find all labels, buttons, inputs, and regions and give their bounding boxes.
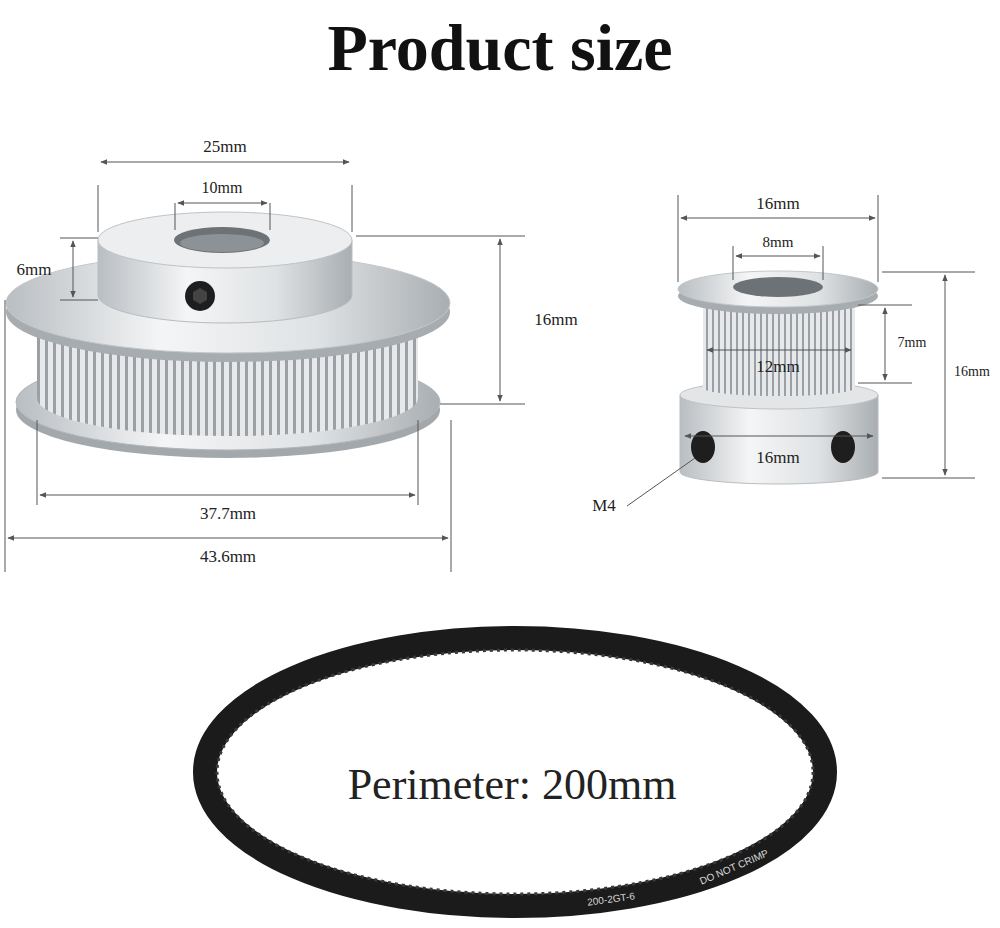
dimension-label: 7mm	[898, 335, 927, 350]
dimension-label: 25mm	[203, 138, 246, 157]
dimension-label: 6mm	[17, 261, 52, 280]
small-pulley	[678, 271, 878, 484]
dimension-label: 12mm	[756, 358, 799, 377]
dimension-lines	[5, 162, 975, 572]
large-pulley	[6, 212, 450, 458]
dimension-label: 37.7mm	[200, 505, 256, 524]
dimension-label: 16mm	[954, 364, 990, 379]
dimension-label: 16mm	[756, 449, 799, 468]
dimension-label: 16mm	[756, 195, 799, 214]
dimension-label: 10mm	[202, 179, 243, 197]
title: Product size	[327, 12, 672, 85]
dimension-label: 16mm	[534, 311, 577, 330]
dimension-label: 8mm	[763, 234, 794, 251]
timing-belt	[205, 638, 825, 906]
leader-line	[627, 458, 695, 506]
dimension-label: 43.6mm	[200, 548, 256, 567]
thread-label: M4	[592, 497, 616, 516]
belt-perimeter-label: Perimeter: 200mm	[348, 761, 677, 809]
